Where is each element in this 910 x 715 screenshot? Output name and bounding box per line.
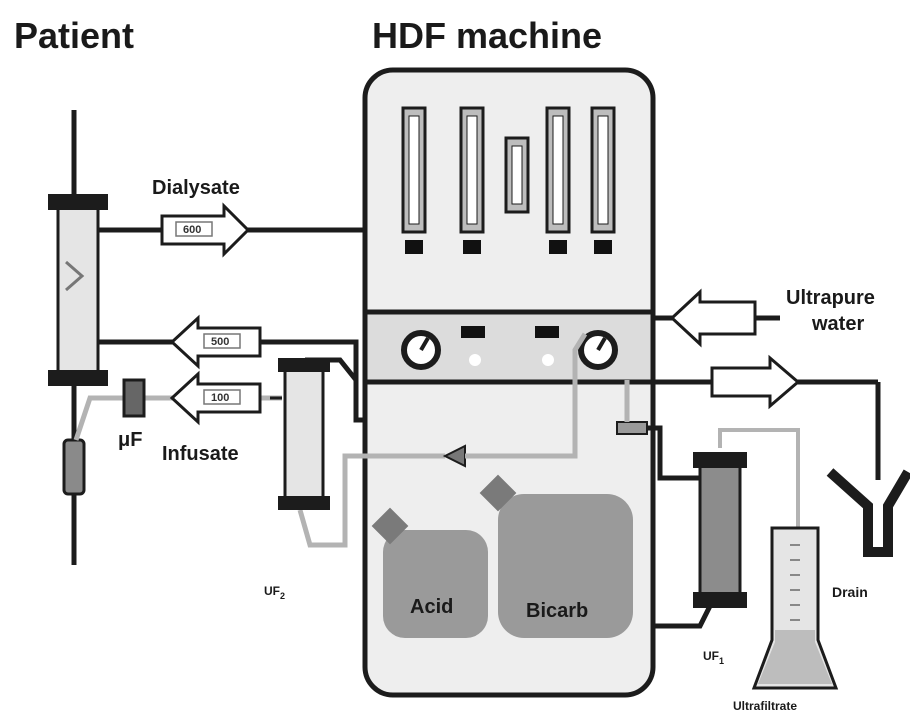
uf1-label: UF1 <box>703 649 724 666</box>
drain-icon: Drain <box>826 468 910 600</box>
bicarb-container: Bicarb <box>479 474 633 638</box>
dialysate-in-arrow: 600 <box>160 202 251 258</box>
dialysate-label: Dialysate <box>152 177 240 199</box>
indicator-dot-left <box>469 354 481 366</box>
acid-label: Acid <box>410 596 453 618</box>
gauge-bar-2 <box>459 106 485 254</box>
uf1-connector <box>616 421 648 435</box>
micro-filter: μF <box>118 378 146 451</box>
right-dial-icon <box>578 330 618 370</box>
left-dial-icon <box>401 330 441 370</box>
dialysate-in-flow: 600 <box>183 224 201 236</box>
infusate-arrow: 100 <box>169 370 262 426</box>
ultrafiltrate-label: Ultrafiltrate <box>733 699 797 713</box>
drain-flow-arrow <box>710 354 801 410</box>
flow-chevron-icon <box>65 260 85 292</box>
patient-dialyzer <box>48 110 108 565</box>
infusate-label: Infusate <box>162 443 239 465</box>
dialysate-out-flow: 500 <box>211 336 229 348</box>
micro-filter-label: μF <box>118 429 142 451</box>
dialysate-out-arrow: 500 <box>169 314 262 370</box>
acid-container: Acid <box>371 507 488 638</box>
gauge-bars <box>401 106 616 254</box>
drip-chamber <box>62 438 86 496</box>
indicator-light-left <box>461 326 485 338</box>
ultrapure-water-label-line1: Ultrapure <box>786 287 875 309</box>
gauge-bar-center <box>504 136 530 214</box>
ultrafiltrate-line <box>718 428 800 528</box>
gauge-bar-3 <box>545 106 571 254</box>
ultrafiltrate-cylinder: Ultrafiltrate <box>733 526 839 713</box>
indicator-light-right <box>535 326 559 338</box>
gauge-bar-1 <box>401 106 427 254</box>
ultrapure-water-label-line2: water <box>811 313 864 335</box>
uf2-filter: UF2 <box>264 358 330 601</box>
patient-title: Patient <box>14 15 134 56</box>
ultrapure-water-arrow <box>669 288 757 348</box>
machine-title: HDF machine <box>372 15 602 56</box>
gauge-bar-4 <box>590 106 616 254</box>
drain-label: Drain <box>832 584 868 600</box>
infusate-flow: 100 <box>211 392 229 404</box>
uf2-label: UF2 <box>264 584 285 601</box>
bicarb-label: Bicarb <box>526 600 588 622</box>
uf2-loop-line <box>297 453 445 548</box>
indicator-dot-right <box>542 354 554 366</box>
uf1-filter: UF1 <box>693 452 747 666</box>
